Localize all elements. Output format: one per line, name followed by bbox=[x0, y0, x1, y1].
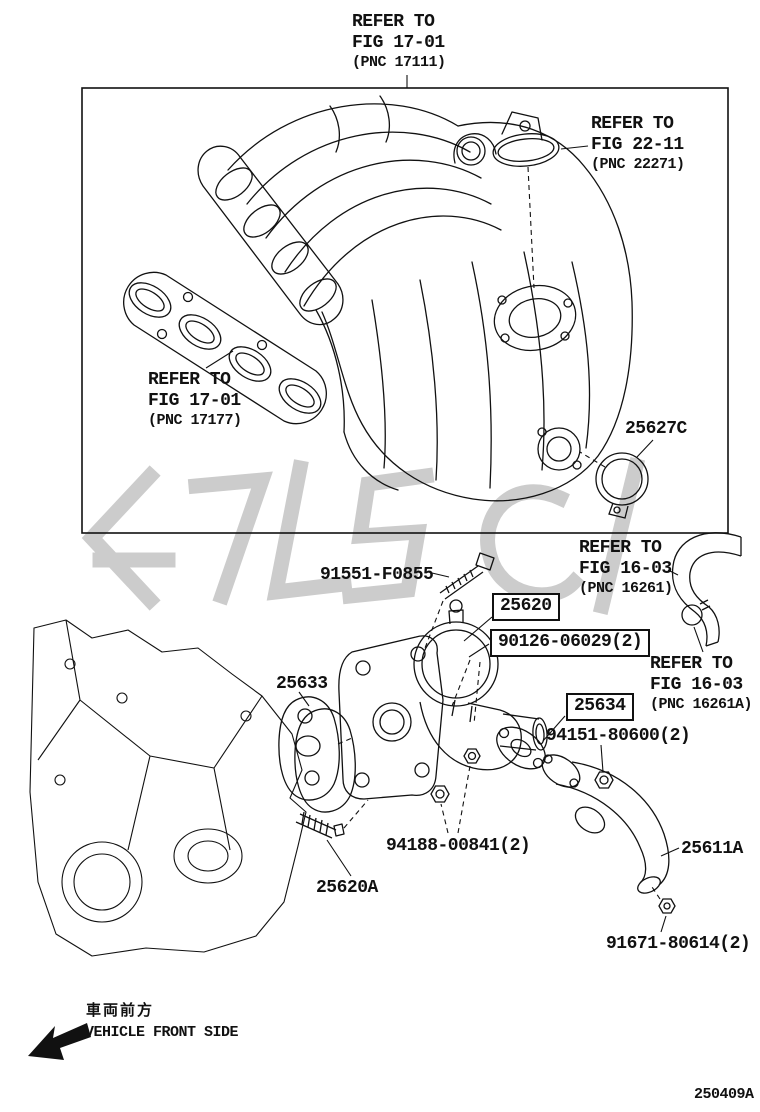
ref-pnc: (PNC 22271) bbox=[591, 156, 685, 173]
label-part-25633: 25633 bbox=[276, 674, 328, 694]
ref-fig-22-11: REFER TO FIG 22-11 (PNC 22271) bbox=[591, 114, 685, 173]
ref-line: FIG 16-03 bbox=[650, 675, 743, 695]
vehicle-front-arrow bbox=[28, 1023, 91, 1060]
ref-line: FIG 22-11 bbox=[591, 135, 684, 155]
label-part-91671: 91671-80614(2) bbox=[606, 934, 751, 954]
nut-94188-drawing bbox=[430, 748, 481, 803]
engine-block-drawing bbox=[29, 619, 307, 957]
label-part-25620: 25620 bbox=[492, 593, 560, 621]
vehicle-front-label-en: VEHICLE FRONT SIDE bbox=[85, 1024, 239, 1041]
assembly-box bbox=[81, 87, 729, 534]
diagram-code: 250409A bbox=[694, 1086, 754, 1103]
ref-line: FIG 17-01 bbox=[148, 391, 241, 411]
ref-line: FIG 16-03 bbox=[579, 559, 672, 579]
ref-fig-17-01-top: REFER TO FIG 17-01 (PNC 17111) bbox=[352, 12, 446, 71]
label-part-94188: 94188-00841(2) bbox=[386, 836, 531, 856]
label-part-25634: 25634 bbox=[566, 693, 634, 721]
vehicle-front-label-jp: 車両前方 bbox=[86, 1001, 155, 1019]
egr-gasket-25627c-drawing bbox=[595, 452, 649, 519]
ref-fig-17-01-gasket: REFER TO FIG 17-01 (PNC 17177) bbox=[148, 370, 242, 429]
label-part-94151: 94151-80600(2) bbox=[546, 726, 691, 746]
hose-drawing bbox=[671, 532, 742, 647]
hose-clamp-drawing bbox=[681, 599, 711, 626]
label-part-91551: 91551-F0855 bbox=[320, 565, 434, 585]
ref-line: REFER TO bbox=[579, 538, 662, 558]
label-part-25627c: 25627C bbox=[625, 419, 687, 439]
ref-line: REFER TO bbox=[148, 370, 231, 390]
label-part-25620a: 25620A bbox=[316, 878, 378, 898]
ref-pnc: (PNC 16261A) bbox=[650, 696, 753, 713]
egr-valve-drawing bbox=[338, 599, 548, 800]
ref-line: REFER TO bbox=[591, 114, 674, 134]
nut-94151-drawing bbox=[594, 771, 614, 789]
label-part-25611a: 25611A bbox=[681, 839, 743, 859]
throttle-oring-drawing bbox=[492, 133, 560, 167]
ref-pnc: (PNC 17111) bbox=[352, 54, 446, 71]
ref-line: REFER TO bbox=[352, 12, 435, 32]
ref-line: REFER TO bbox=[650, 654, 733, 674]
bolt-91671-drawing bbox=[658, 898, 676, 914]
leader-lines bbox=[205, 75, 704, 933]
ref-line: FIG 17-01 bbox=[352, 33, 445, 53]
leader-lines-dashed bbox=[337, 166, 661, 900]
ref-pnc: (PNC 16261) bbox=[579, 580, 673, 597]
ref-fig-16-03-hose: REFER TO FIG 16-03 (PNC 16261) bbox=[579, 538, 673, 597]
label-part-90126: 90126-06029(2) bbox=[490, 629, 651, 657]
ref-fig-16-03-clamp: REFER TO FIG 16-03 (PNC 16261A) bbox=[650, 654, 753, 713]
bolt-91551-drawing bbox=[439, 552, 495, 600]
gasket-25633-drawing bbox=[278, 696, 356, 813]
stud-25620a-drawing bbox=[295, 811, 345, 839]
gasket-25634-drawing bbox=[496, 726, 546, 770]
intake-manifold-drawing bbox=[197, 95, 633, 502]
ref-pnc: (PNC 17177) bbox=[148, 412, 242, 429]
manifold-gasket-drawing bbox=[123, 271, 327, 425]
